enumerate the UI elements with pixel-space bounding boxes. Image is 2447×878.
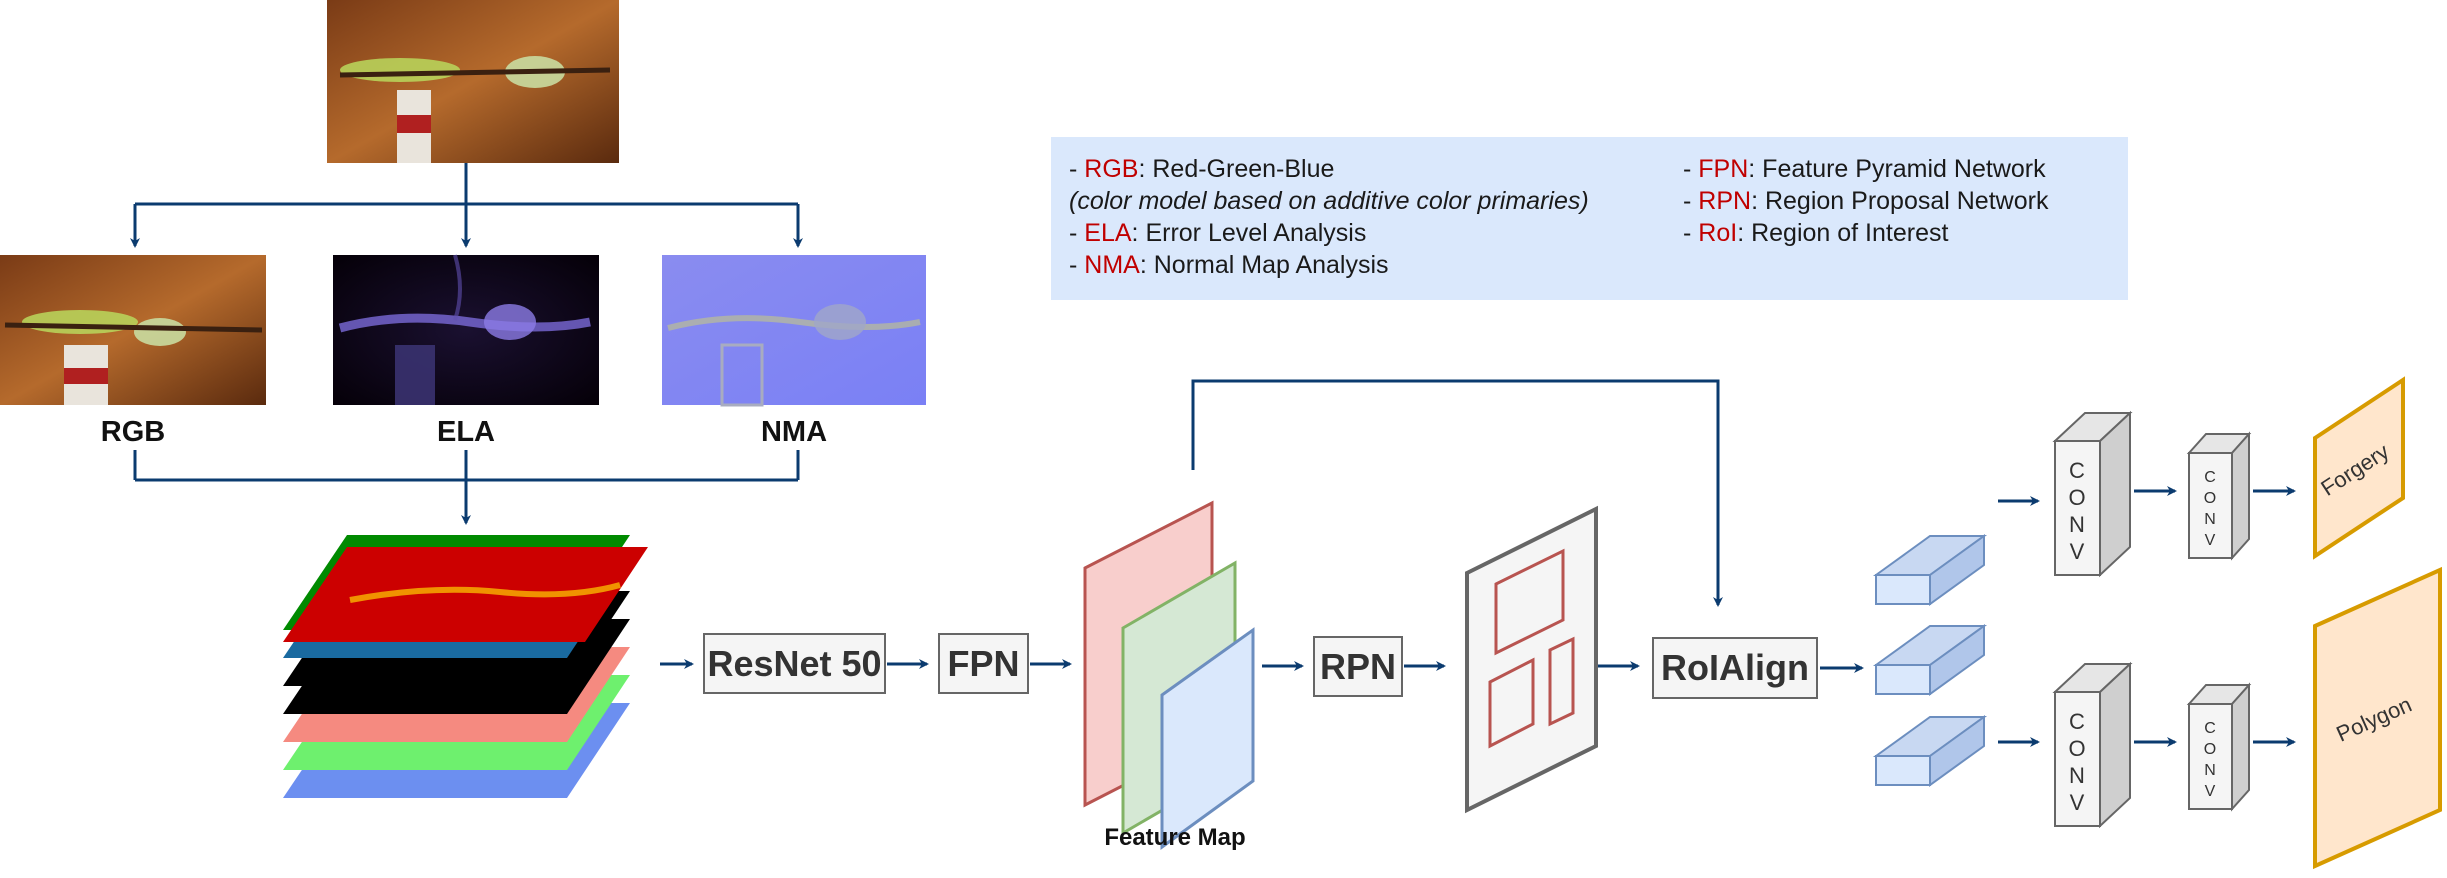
legend-prefix: - bbox=[1683, 219, 1699, 247]
legend-text-fpn: : Feature Pyramid Network bbox=[1748, 155, 2046, 183]
conv-letter: V bbox=[2070, 790, 2085, 815]
conv-letter: N bbox=[2204, 762, 2216, 779]
source-photo bbox=[327, 0, 619, 163]
legend-item-ela: - ELA: Error Level Analysis bbox=[1069, 217, 1589, 249]
feature-map bbox=[1083, 500, 1255, 850]
head-arrows bbox=[1998, 486, 2296, 747]
legend-prefix: - bbox=[1069, 155, 1085, 183]
legend-text-ela: : Error Level Analysis bbox=[1131, 219, 1367, 247]
legend-abbr-roi: RoI bbox=[1698, 219, 1738, 247]
conv-letter: O bbox=[2204, 741, 2216, 758]
conv-block-bottom-1 bbox=[2052, 661, 2133, 829]
legend-abbr-rgb: RGB bbox=[1084, 155, 1139, 183]
region-proposal-panel bbox=[1465, 505, 1598, 814]
legend-left-column: - RGB: Red-Green-Blue (color model based… bbox=[1069, 153, 1589, 281]
conv-letter: O bbox=[2068, 736, 2085, 761]
legend-text-roi: : Region of Interest bbox=[1737, 219, 1949, 247]
legend-text-rgb: : Red-Green-Blue bbox=[1138, 155, 1335, 183]
ela-image bbox=[333, 254, 599, 405]
conv-letter: N bbox=[2069, 512, 2085, 537]
conv-letter: C bbox=[2069, 709, 2085, 734]
fpn-box: FPN bbox=[938, 633, 1029, 694]
feature-map-label: Feature Map bbox=[1104, 824, 1246, 851]
legend-abbr-nma: NMA bbox=[1084, 251, 1140, 279]
forgery-output: Forgery bbox=[2313, 376, 2405, 560]
legend-item-nma: - NMA: Normal Map Analysis bbox=[1069, 249, 1589, 281]
legend-prefix: - bbox=[1683, 155, 1699, 183]
legend-item-rgb: - RGB: Red-Green-Blue bbox=[1069, 153, 1589, 185]
rpn-box: RPN bbox=[1313, 636, 1403, 697]
legend-text-nma: : Normal Map Analysis bbox=[1139, 251, 1389, 279]
legend-text-rpn: : Region Proposal Network bbox=[1751, 187, 2049, 215]
conv-letter: O bbox=[2068, 485, 2085, 510]
legend-prefix: - bbox=[1683, 187, 1699, 215]
legend-abbr-ela: ELA bbox=[1084, 219, 1132, 247]
channel-stack bbox=[283, 535, 648, 798]
conv-letter: O bbox=[2204, 490, 2216, 507]
conv-letter: N bbox=[2204, 511, 2216, 528]
conv-letter: N bbox=[2069, 763, 2085, 788]
legend-item-roi: - RoI: Region of Interest bbox=[1683, 217, 2048, 249]
conv-block-top-1 bbox=[2052, 410, 2133, 578]
input-split-arrows bbox=[130, 163, 803, 248]
legend-abbr-fpn: FPN bbox=[1698, 155, 1749, 183]
rgb-label: RGB bbox=[100, 416, 166, 448]
rgb-image bbox=[0, 255, 266, 405]
abbreviation-legend: - RGB: Red-Green-Blue (color model based… bbox=[1051, 137, 2128, 300]
conv-block-top-2 bbox=[2186, 431, 2252, 561]
legend-abbr-rpn: RPN bbox=[1698, 187, 1752, 215]
conv-letter: V bbox=[2205, 532, 2216, 549]
conv-block-bottom-2 bbox=[2186, 682, 2252, 812]
legend-right-column: - FPN: Feature Pyramid Network - RPN: Re… bbox=[1683, 153, 2048, 249]
conv-letter: C bbox=[2204, 720, 2216, 737]
input-merge-arrows bbox=[133, 450, 800, 525]
conv-letter: C bbox=[2069, 458, 2085, 483]
conv-letter: V bbox=[2070, 539, 2085, 564]
legend-item-rpn: - RPN: Region Proposal Network bbox=[1683, 185, 2048, 217]
ela-label: ELA bbox=[437, 416, 495, 448]
nma-label: NMA bbox=[760, 416, 828, 448]
conv-letter: C bbox=[2204, 469, 2216, 486]
polygon-output: Polygon bbox=[2313, 566, 2442, 870]
conv-letter: V bbox=[2205, 783, 2216, 800]
legend-prefix: - bbox=[1069, 251, 1085, 279]
legend-note-rgb: (color model based on additive color pri… bbox=[1069, 187, 1589, 215]
pipeline-arrows bbox=[660, 379, 1864, 673]
nma-image bbox=[662, 255, 926, 407]
resnet50-box: ResNet 50 bbox=[703, 633, 886, 694]
legend-prefix: - bbox=[1069, 219, 1085, 247]
legend-item-fpn: - FPN: Feature Pyramid Network bbox=[1683, 153, 2048, 185]
roialign-box: RoIAlign bbox=[1652, 637, 1818, 699]
roi-blocks bbox=[1872, 534, 1988, 787]
